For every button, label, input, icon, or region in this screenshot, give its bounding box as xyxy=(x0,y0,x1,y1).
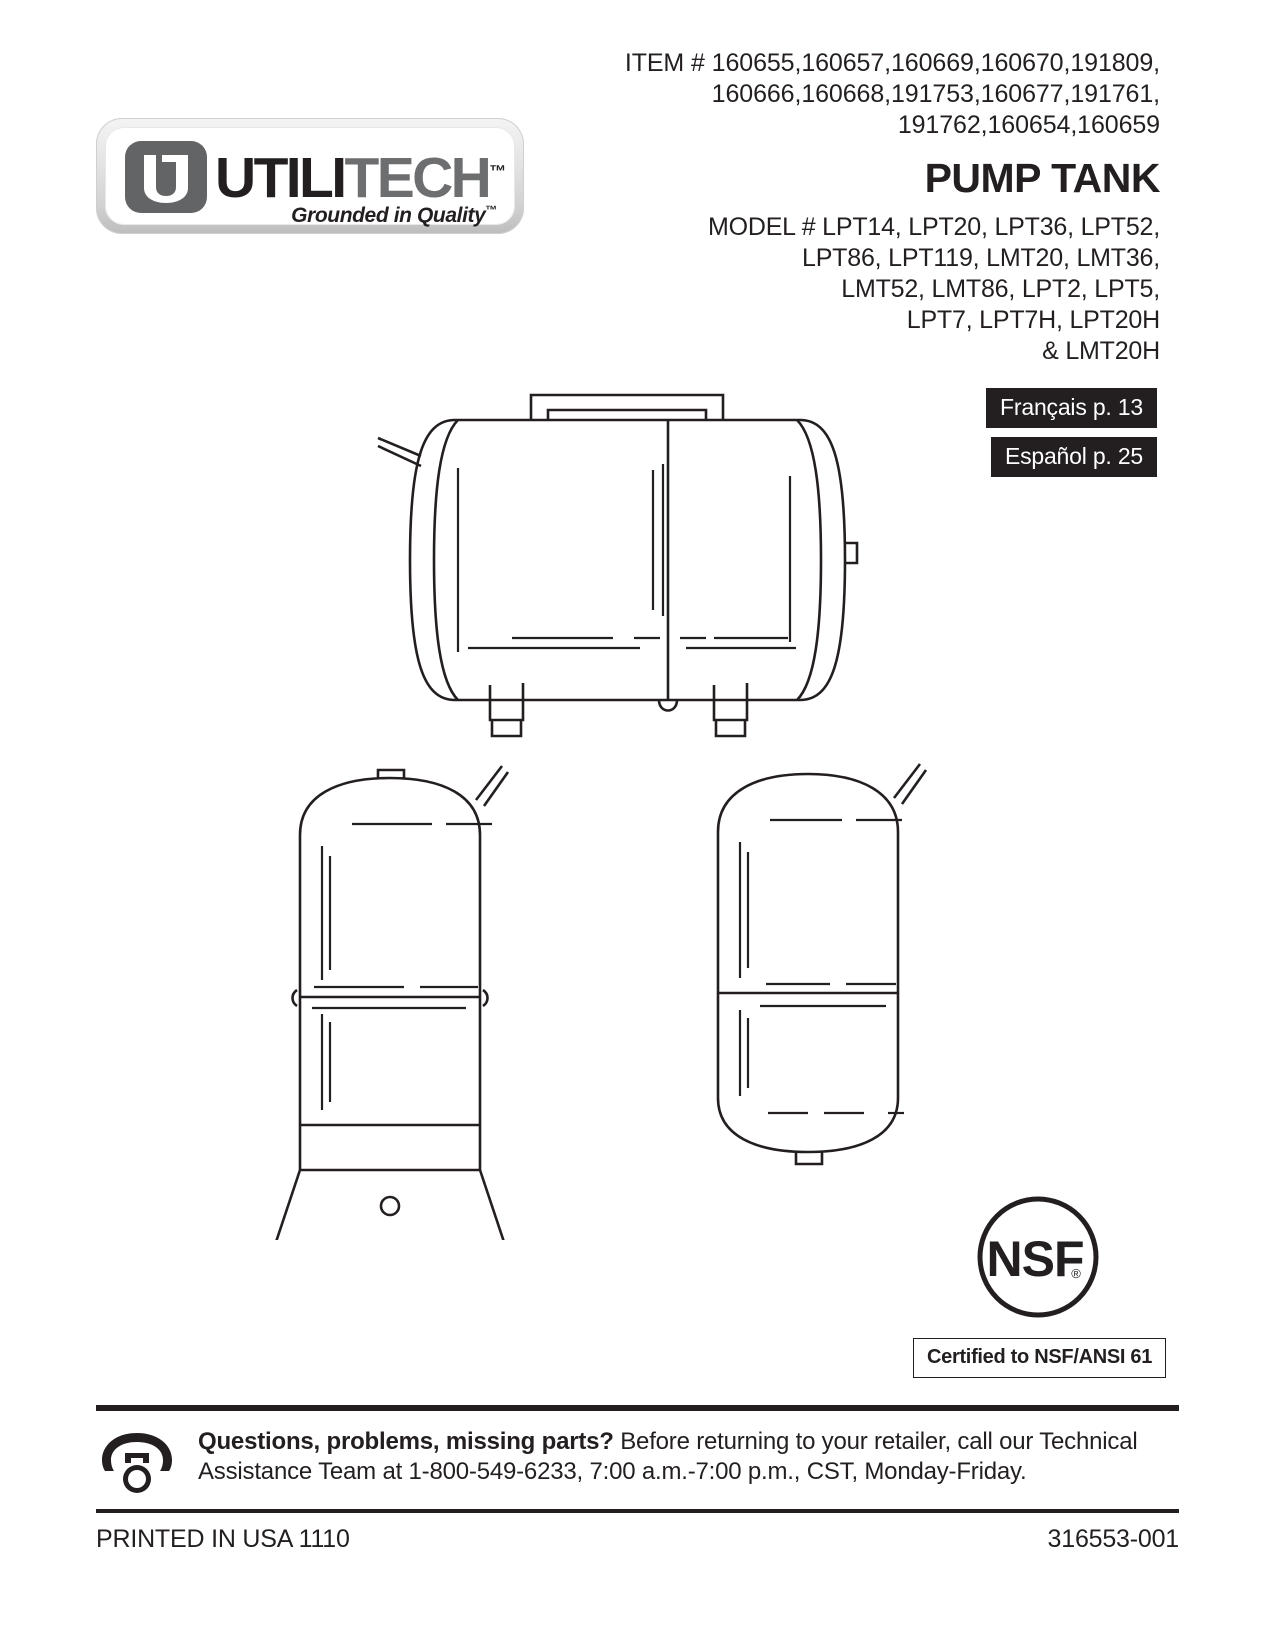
brand-tagline: Grounded in Quality™ xyxy=(291,203,497,228)
page-header: ITEM # 160655,160657,160669,160670,19180… xyxy=(0,0,1275,370)
printed-in-label: PRINTED IN USA 1110 xyxy=(96,1525,350,1553)
language-links: Français p. 13 Español p. 25 xyxy=(857,388,1157,486)
french-badge-row: Français p. 13 xyxy=(857,388,1157,437)
wordmark-tech: TECH xyxy=(344,146,491,210)
model-numbers-line-2: LPT86, LPT119, LMT20, LMT36, xyxy=(802,244,1160,272)
u-glyph-icon xyxy=(144,155,188,203)
model-numbers-line-4: LPT7, LPT7H, LPT20H xyxy=(906,306,1160,334)
nsf-letters: NSF xyxy=(987,1231,1084,1287)
model-numbers: MODEL # LPT14, LPT20, LPT36, LPT52, LPT8… xyxy=(540,212,1160,367)
support-body: Before returning to your retailer, call … xyxy=(198,1428,1138,1485)
product-illustrations xyxy=(0,380,1275,1244)
model-numbers-line-1: MODEL # LPT14, LPT20, LPT36, LPT52, xyxy=(707,213,1160,241)
item-numbers-line-3: 191762,160654,160659 xyxy=(897,111,1160,139)
support-notice: Questions, problems, missing parts? Befo… xyxy=(96,1411,1179,1509)
telephone-icon xyxy=(102,1433,172,1493)
model-numbers-line-3: LMT52, LMT86, LPT2, LPT5, xyxy=(841,275,1160,303)
utilitech-mark-icon xyxy=(125,141,207,213)
item-numbers-line-1: ITEM # 160655,160657,160669,160670,19180… xyxy=(624,49,1160,77)
nsf-seal-svg: NSF ® xyxy=(977,1196,1099,1318)
wordmark-utili: UTILI xyxy=(215,146,347,210)
horizontal-pump-tank xyxy=(377,393,859,738)
spanish-page-link[interactable]: Español p. 25 xyxy=(990,437,1157,477)
footer-bottom-rule xyxy=(96,1509,1179,1513)
model-numbers-line-5: & LMT20H xyxy=(1042,337,1160,365)
vertical-pump-tank-with-stand xyxy=(274,765,510,1244)
support-headline: Questions, problems, missing parts? xyxy=(198,1428,614,1455)
nsf-logo-icon: NSF ® xyxy=(977,1196,1099,1318)
page-footer: Questions, problems, missing parts? Befo… xyxy=(96,1405,1179,1554)
vertical-pump-tank xyxy=(716,763,928,1166)
tagline-trademark: ™ xyxy=(485,203,497,217)
wordmark-trademark: ™ xyxy=(489,162,507,181)
support-text: Questions, problems, missing parts? Befo… xyxy=(198,1427,1179,1487)
certification-block: NSF ® Certified to NSF/ANSI 61 xyxy=(913,1196,1167,1378)
nsf-registered-mark: ® xyxy=(1071,1266,1081,1281)
footer-top-rule xyxy=(96,1405,1179,1411)
print-info-row: PRINTED IN USA 1110 316553-001 xyxy=(96,1513,1179,1554)
tagline-text: Grounded in Quality xyxy=(291,204,486,227)
spanish-badge-row: Español p. 25 xyxy=(857,437,1157,486)
french-page-link[interactable]: Français p. 13 xyxy=(986,388,1157,428)
certification-caption: Certified to NSF/ANSI 61 xyxy=(913,1338,1167,1378)
brand-logo: UTILITECH™ Grounded in Quality™ xyxy=(96,118,524,234)
page-title: PUMP TANK xyxy=(924,155,1161,201)
document-number: 316553-001 xyxy=(1047,1525,1180,1553)
brand-logo-inner: UTILITECH™ Grounded in Quality™ xyxy=(105,127,515,228)
brand-wordmark: UTILITECH™ xyxy=(215,141,506,209)
item-numbers-line-2: 160666,160668,191753,160677,191761, xyxy=(711,80,1160,108)
item-numbers: ITEM # 160655,160657,160669,160670,19180… xyxy=(540,48,1160,141)
product-illustration-svg xyxy=(274,393,928,1244)
